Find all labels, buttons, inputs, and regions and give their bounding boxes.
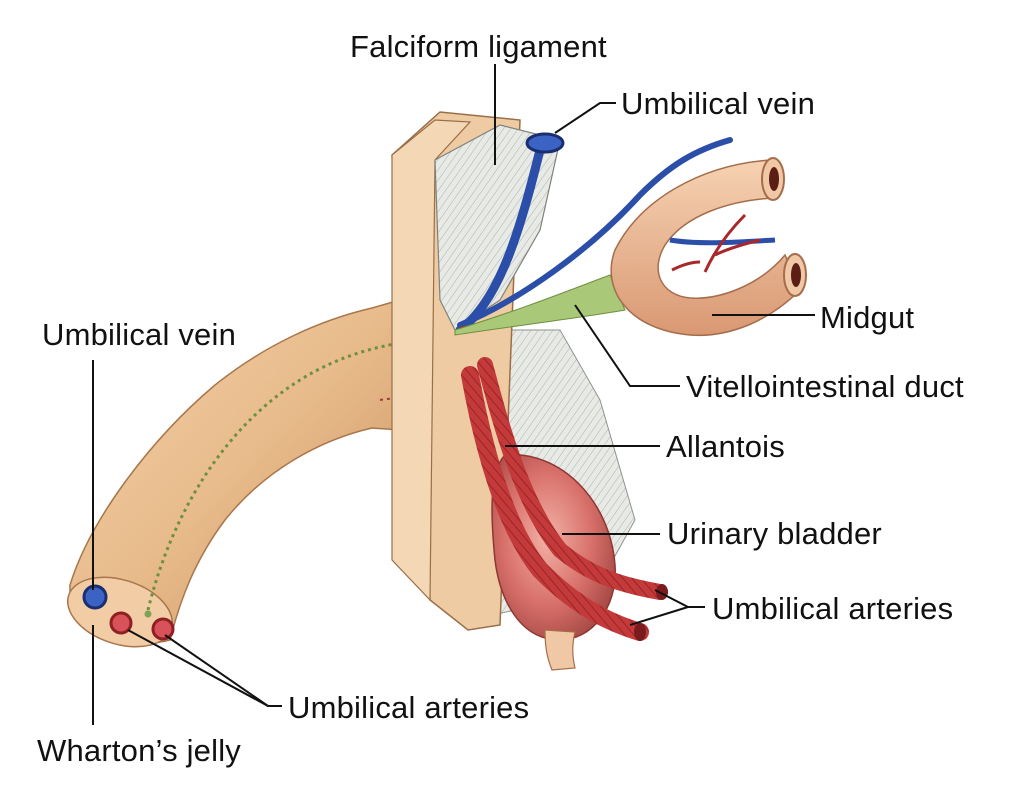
midgut-cranial-lumen-inner — [769, 167, 779, 191]
leader-umbilical-vein-top — [554, 102, 616, 134]
leader-lines — [92, 64, 815, 725]
leader-arteries-bottom-2 — [164, 634, 269, 707]
leader-vitellointestinal — [574, 304, 680, 387]
umbilical-artery-vessel-2 — [477, 357, 668, 600]
label-allantois: Allantois — [666, 429, 785, 464]
label-umbilical-arteries-bottom: Umbilical arteries — [288, 690, 530, 725]
urachus-stalk — [544, 629, 576, 671]
umbilical-artery-section-2 — [151, 617, 175, 641]
leader-arteries-right-2 — [629, 606, 689, 626]
umbilical-artery-vessel-1 — [461, 366, 649, 641]
label-umbilical-vein-top: Umbilical vein — [621, 86, 816, 121]
midgut-loop — [610, 159, 801, 337]
midgut-caudal-lumen-inner — [791, 263, 801, 287]
label-vitellointestinal-duct: Vitellointestinal duct — [686, 369, 964, 404]
label-urinary-bladder: Urinary bladder — [667, 516, 882, 551]
dotted-artery-trace — [379, 397, 471, 416]
label-midgut: Midgut — [820, 300, 915, 335]
label-whartons-jelly: Wharton’s jelly — [37, 733, 242, 768]
artery-cut-end-1 — [634, 623, 646, 641]
vitelline-duct-remnant-section — [144, 610, 152, 618]
umbilical-cord — [69, 299, 401, 644]
vitellointestinal-duct — [454, 274, 626, 336]
label-falciform-ligament: Falciform ligament — [350, 29, 607, 64]
vitelline-vein — [457, 137, 733, 328]
umbilical-vein-cut-end — [525, 132, 565, 154]
mesenteric-artery — [671, 213, 761, 273]
umbilical-artery-section-1 — [109, 611, 133, 635]
umbilical-vein-section — [82, 584, 108, 610]
label-umbilical-arteries-right: Umbilical arteries — [712, 591, 954, 626]
label-umbilical-vein-left: Umbilical vein — [42, 317, 237, 352]
